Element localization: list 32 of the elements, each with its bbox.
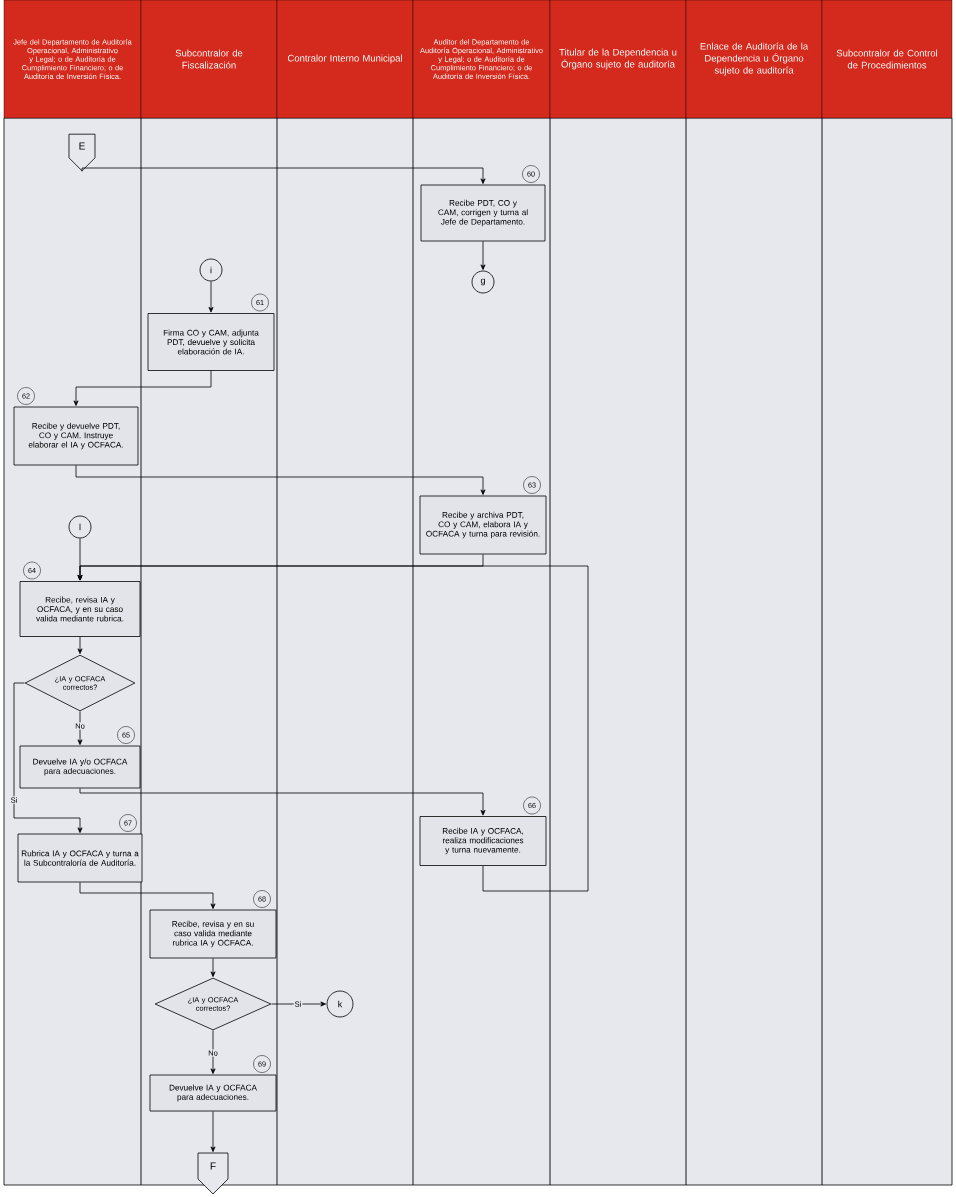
arrow [13, 682, 83, 833]
process-box: Devuelve IA y/o OCFACA para adecuaciones. [19, 745, 141, 789]
process-box: Recibe PDT, CO y CAM, corrigen y turna al Jefe de Departamento. [420, 184, 546, 242]
process-box: Rubrica IA y OCFACA y turna a la Subcontraloría de Auditoría. [17, 833, 143, 883]
arrow [480, 241, 486, 270]
arrow [77, 636, 83, 654]
arrow [77, 711, 83, 745]
arrow [210, 958, 216, 977]
arrow [208, 281, 214, 313]
process-box: Recibe y archiva PDT, CO y CAM, elabora IA y OCFACA y turna para revisión. [419, 495, 547, 555]
arrow [79, 788, 486, 816]
lane-header: Titular de la Dependencia u Órgano sujeto de auditoría [549, 0, 687, 119]
lane-header: Contralor Interno Municipal [276, 0, 414, 119]
process-box: Firma CO y CAM, adjunta PDT, devuelve y solicita elaboración de IA. [147, 313, 275, 371]
lane-header: Subcontralor de Control de Procedimientos [821, 0, 953, 119]
arrow [210, 1111, 216, 1152]
process-box: Recibe, revisa IA y OCFACA, y en su caso valida mediante rubrica. [19, 581, 141, 637]
arrow [73, 370, 212, 406]
arrow [77, 565, 589, 892]
arrow [81, 167, 486, 184]
arrow [271, 1001, 326, 1007]
arrow [79, 882, 216, 909]
off-page-connector: F [197, 1152, 229, 1195]
arrow [210, 1030, 216, 1074]
process-box: Recibe, revisa y en su caso valida mediante rubrica IA y OCFACA. [149, 909, 277, 959]
process-box: Recibe y devuelve PDT, CO y CAM. Instruye elaborar el IA y OCFACA. [13, 406, 139, 466]
lane-header: Subcontralor de Fiscalización [140, 0, 278, 119]
process-box: Devuelve IA y OCFACA para adecuaciones. [149, 1074, 277, 1112]
process-box: Recibe IA y OCFACA, realiza modificaciones y turna nuevamente. [419, 816, 547, 866]
lane-header: Enlace de Auditoría de la Dependencia u Órgano sujeto de auditoría [685, 0, 823, 119]
off-page-connector: E [68, 133, 96, 172]
arrow [75, 465, 486, 495]
